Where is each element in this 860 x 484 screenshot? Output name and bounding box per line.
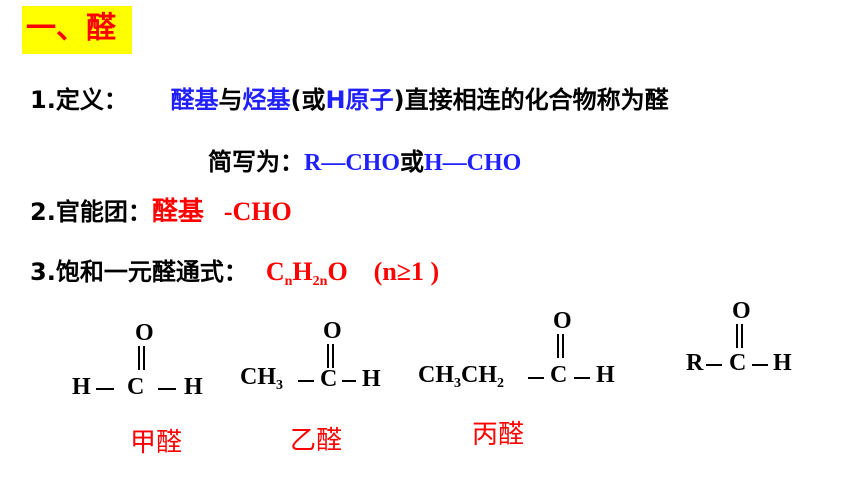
propanal-c: C <box>550 362 568 388</box>
general-c: C <box>729 350 747 376</box>
definition-rest: )直接相连的化合物称为醛 <box>393 86 669 114</box>
formaldehyde-o: O <box>135 320 154 346</box>
propanal-double-bond <box>557 334 564 358</box>
definition-h-atom: H原子 <box>325 86 394 114</box>
general-r: R <box>686 350 704 376</box>
short-form-or: 或 <box>400 148 424 176</box>
general-double-bond <box>736 324 743 348</box>
functional-group-label: 2.官能团： <box>30 198 152 226</box>
general-formula-label: 3.饱和一元醛通式： <box>30 258 248 286</box>
formaldehyde-c: C <box>127 374 145 400</box>
general-formula-line: 3.饱和一元醛通式： CnH2nO (n≥1 ) <box>30 256 439 298</box>
short-form-label: 简写为： <box>208 148 304 176</box>
propanal-h: H <box>596 362 615 388</box>
short-form-line: 简写为：R—CHO或H—CHO <box>208 146 521 179</box>
propanal-o: O <box>553 308 572 334</box>
formaldehyde-h-left: H <box>72 374 91 400</box>
functional-group-name: 醛基 <box>151 197 204 227</box>
acetaldehyde-bond-left <box>298 380 314 382</box>
definition-aldehyde-group: 醛基 <box>170 86 219 114</box>
short-form-hcho: H—CHO <box>424 150 522 176</box>
functional-group-formula: -CHO <box>223 197 292 226</box>
definition-line: 1.定义： 醛基与烃基(或H原子)直接相连的化合物称为醛 <box>30 84 669 116</box>
definition-label: 1.定义： <box>30 86 128 114</box>
propanal-bond-right <box>574 377 590 379</box>
general-formula-condition: (n≥1 ) <box>373 257 440 286</box>
formaldehyde-name: 甲醛 <box>130 428 183 458</box>
general-bond-left <box>706 364 722 366</box>
title-highlight <box>22 6 132 54</box>
definition-and: 与 <box>218 86 243 114</box>
definition-hydrocarbyl: 烃基 <box>242 86 291 114</box>
acetaldehyde-o: O <box>323 318 342 344</box>
acetaldehyde-name: 乙醛 <box>290 426 343 456</box>
acetaldehyde-c: C <box>320 366 338 392</box>
general-formula: CnH2nO <box>265 257 348 289</box>
general-h: H <box>773 350 792 376</box>
formaldehyde-double-bond <box>138 346 145 370</box>
acetaldehyde-bond-right <box>342 380 356 382</box>
acetaldehyde-ch3: CH3 <box>240 364 283 393</box>
propanal-name: 丙醛 <box>472 420 525 450</box>
section-title: 一、醛 <box>26 11 116 46</box>
short-form-rcho: R—CHO <box>304 150 400 176</box>
general-o: O <box>732 298 751 324</box>
general-bond-right <box>752 364 768 366</box>
acetaldehyde-h: H <box>362 366 381 392</box>
formaldehyde-h-right: H <box>184 374 203 400</box>
definition-or: (或 <box>290 86 326 114</box>
functional-group-line: 2.官能团：醛基 -CHO <box>30 196 292 228</box>
acetaldehyde-double-bond <box>327 344 334 368</box>
propanal-bond-left <box>528 377 544 379</box>
formaldehyde-bond-left <box>96 388 114 390</box>
propanal-ch3ch2: CH3CH2 <box>418 362 504 391</box>
formaldehyde-bond-right <box>158 388 176 390</box>
